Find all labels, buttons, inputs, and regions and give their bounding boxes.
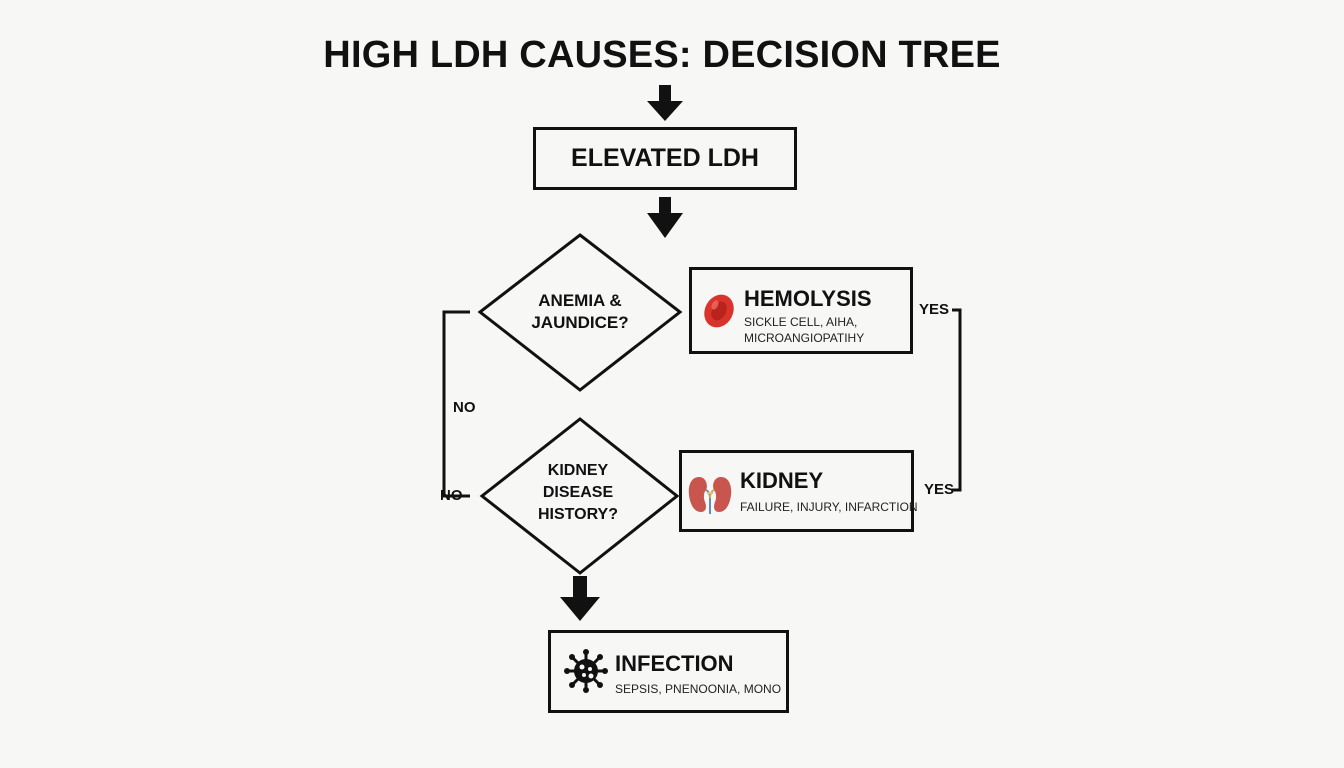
outcome-hemolysis: HEMOLYSIS SICKLE CELL, AIHA, MICROANGIOP…	[689, 267, 913, 354]
outcome-detail: SICKLE CELL, AIHA, MICROANGIOPATIHY	[744, 315, 865, 345]
arrow-down-icon	[647, 85, 683, 121]
page-title: HIGH LDH CAUSES: DECISION TREE	[323, 34, 1001, 76]
no-branch-connector	[442, 310, 470, 498]
yes-branch-connector	[952, 308, 962, 492]
outcome-heading: HEMOLYSIS	[744, 286, 872, 311]
outcome-detail: FAILURE, INJURY, INFARCTION	[740, 500, 918, 514]
kidney-icon	[687, 474, 733, 521]
virus-icon	[564, 649, 608, 698]
yes-label-decision-2: YES	[924, 481, 955, 498]
no-label-decision-2: NO	[440, 487, 463, 504]
arrow-down-icon	[560, 576, 600, 621]
decision-1-label: ANEMIA & JAUNDICE?	[500, 290, 660, 334]
decision-diamond-kidney-history	[479, 417, 680, 575]
outcome-heading: INFECTION	[615, 651, 734, 676]
yes-label-decision-1: YES	[919, 301, 950, 318]
outcome-detail: SEPSIS, PNENOONIA, MONO	[615, 682, 782, 696]
outcome-kidney: KIDNEY FAILURE, INJURY, INFARCTION	[679, 450, 918, 532]
decision-diamond-anemia-jaundice	[477, 233, 683, 392]
outcome-infection: INFECTION SEPSIS, PNENOONIA, MONO	[548, 630, 789, 713]
start-node-label: ELEVATED LDH	[571, 144, 759, 172]
red-blood-cell-icon	[702, 291, 736, 336]
no-label-decision-1: NO	[453, 399, 476, 416]
decision-2-label: KIDNEY DISEASE HISTORY?	[498, 460, 658, 526]
decision-1-text: ANEMIA & JAUNDICE?	[531, 291, 629, 332]
start-node-elevated-ldh: ELEVATED LDH	[533, 127, 797, 190]
decision-2-text: KIDNEY DISEASE HISTORY?	[537, 462, 618, 523]
arrow-down-icon	[647, 197, 683, 238]
outcome-heading: KIDNEY	[740, 468, 824, 493]
